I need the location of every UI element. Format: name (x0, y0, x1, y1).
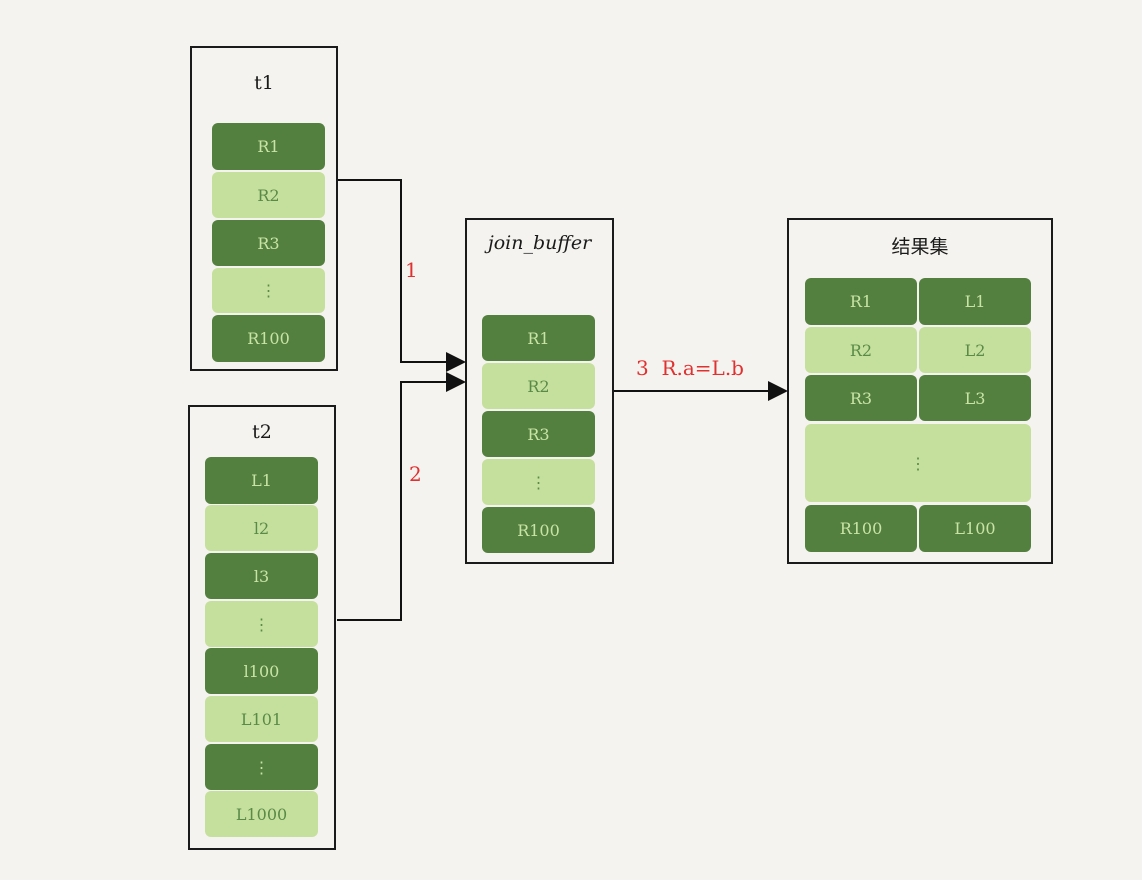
t2-row-ellipsis: ⋮ (205, 744, 318, 790)
edge-t1-to-join-buffer (337, 179, 466, 372)
t1-row: R100 (212, 315, 325, 362)
result-row-right: L3 (919, 375, 1031, 421)
t2-row: L1 (205, 457, 318, 504)
result-set-title: 结果集 (891, 236, 949, 258)
t2-row: L1000 (205, 791, 318, 837)
t2-row: L101 (205, 696, 318, 742)
result-row-right: L1 (919, 278, 1031, 325)
t2-table-box: t2 L1 l2 l3 ⋮ l100 L101 ⋮ L1000 (188, 405, 336, 850)
result-row-right: L2 (919, 327, 1031, 373)
t1-title: t1 (254, 72, 274, 94)
join-buffer-title: join_buffer (487, 232, 592, 254)
join-buffer-row: R3 (482, 411, 595, 457)
t2-row: l100 (205, 648, 318, 694)
result-set-box: 结果集 R1 L1 R2 L2 R3 L3 ⋮ R100 L100 (787, 218, 1053, 564)
step-3-label: 3 R.a=L.b (636, 356, 744, 380)
join-buffer-row-ellipsis: ⋮ (482, 459, 595, 505)
t2-row: l2 (205, 505, 318, 551)
t1-row-ellipsis: ⋮ (212, 268, 325, 313)
t2-row-ellipsis: ⋮ (205, 601, 318, 647)
result-row-left: R2 (805, 327, 917, 373)
result-row-left: R1 (805, 278, 917, 325)
t1-row: R2 (212, 172, 325, 218)
result-row-left: R100 (805, 505, 917, 552)
join-buffer-row: R1 (482, 315, 595, 361)
join-buffer-box: join_buffer R1 R2 R3 ⋮ R100 (465, 218, 614, 564)
t1-table-box: t1 R1 R2 R3 ⋮ R100 (190, 46, 338, 371)
join-buffer-row: R2 (482, 363, 595, 409)
t1-row: R3 (212, 220, 325, 266)
join-buffer-row: R100 (482, 507, 595, 553)
t1-row: R1 (212, 123, 325, 170)
step-2-label: 2 (409, 462, 422, 486)
step-1-label: 1 (405, 258, 418, 282)
result-row-ellipsis: ⋮ (805, 424, 1031, 502)
t2-title: t2 (252, 421, 272, 443)
edge-t2-to-join-buffer (337, 372, 466, 621)
t2-row: l3 (205, 553, 318, 599)
result-row-left: R3 (805, 375, 917, 421)
result-row-right: L100 (919, 505, 1031, 552)
